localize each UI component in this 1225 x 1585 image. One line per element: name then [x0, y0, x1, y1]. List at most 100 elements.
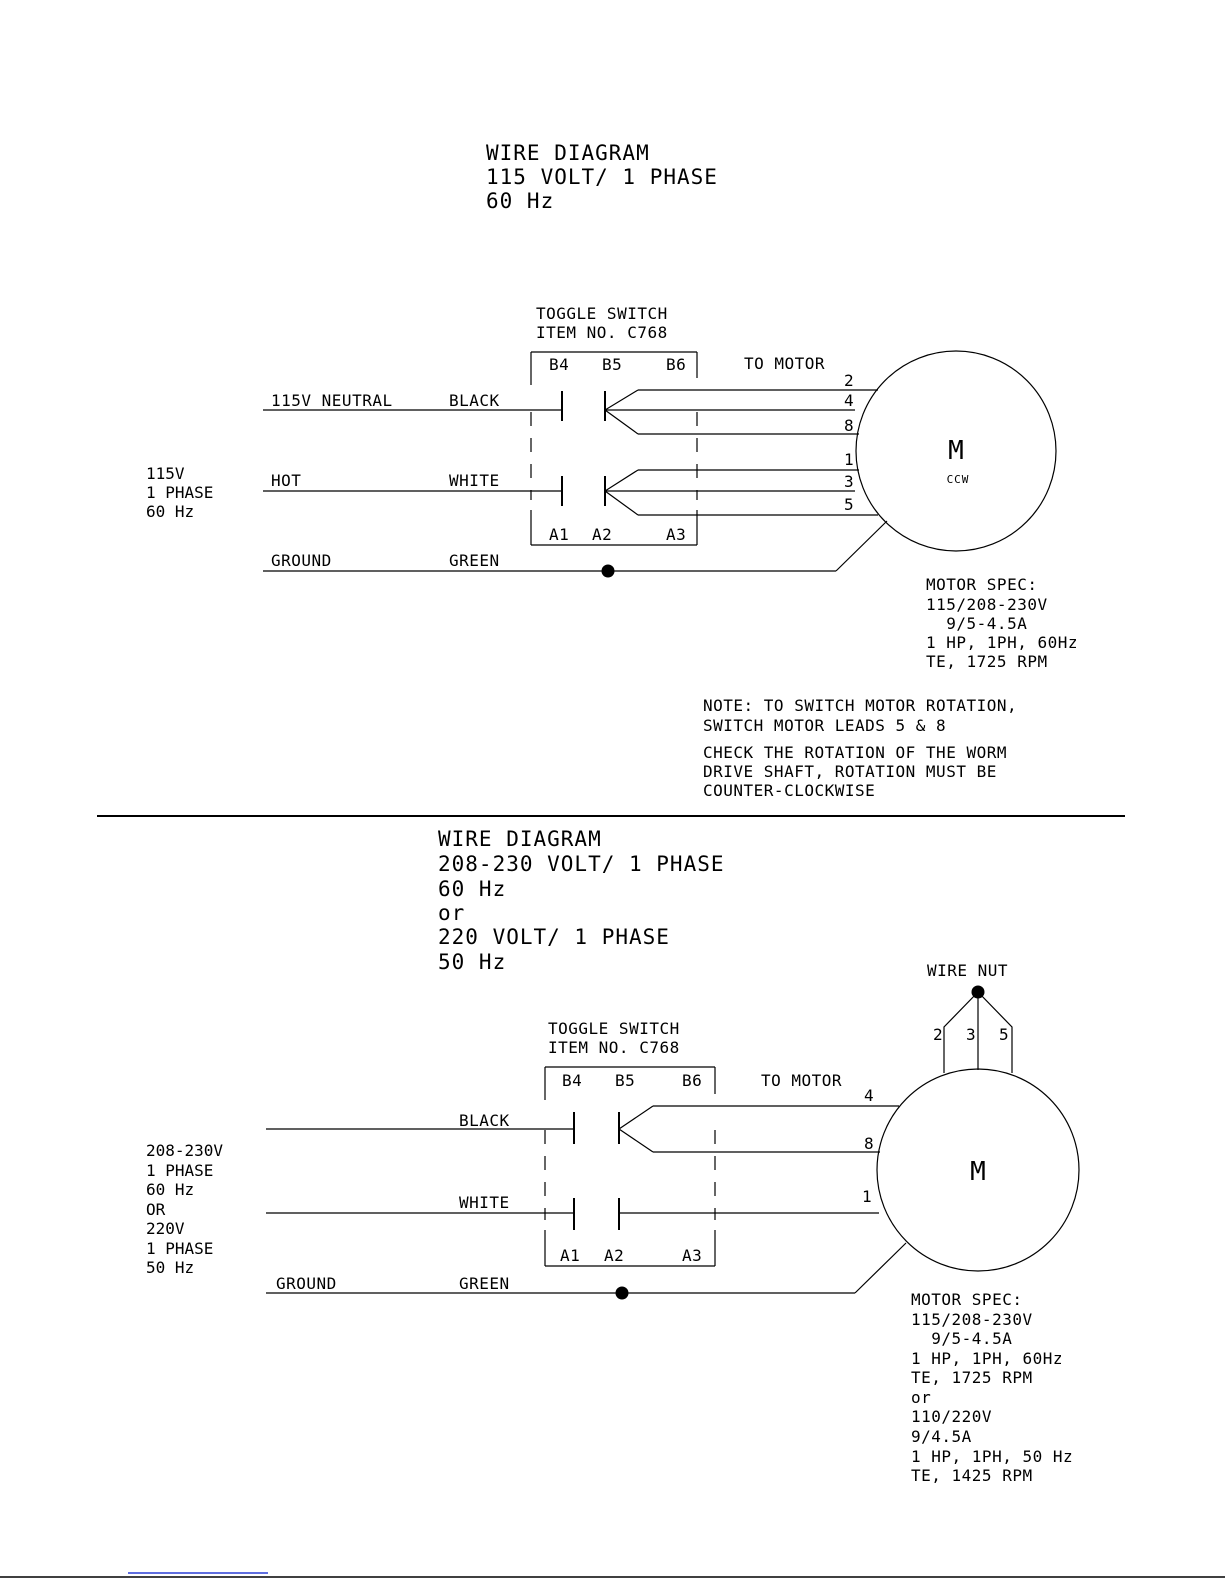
- diagram1-note-line1: NOTE: TO SWITCH MOTOR ROTATION,: [703, 696, 1017, 715]
- diagram2-terminal-b4: B4: [562, 1071, 582, 1090]
- diagram1-terminal-a1: A1: [549, 525, 569, 544]
- diagram1-motor: M CCW: [855, 350, 1057, 552]
- diagram1-supply-line3: 60 Hz: [146, 502, 194, 521]
- diagram-208-230v: WIRE DIAGRAM 208-230 VOLT/ 1 PHASE 60 Hz…: [146, 827, 1080, 1485]
- diagram2-motor-spec: MOTOR SPEC: 115/208-230V 9/5-4.5A 1 HP, …: [911, 1290, 1073, 1485]
- diagram2-ground-label: GROUND: [276, 1274, 337, 1293]
- diagram1-supply-line2: 1 PHASE: [146, 483, 213, 502]
- diagram2-lead-4: 4: [864, 1086, 874, 1105]
- diagram2-black-label: BLACK: [459, 1111, 510, 1130]
- diagram1-black-label: BLACK: [449, 391, 500, 410]
- diagram2-terminal-a1: A1: [560, 1246, 580, 1265]
- diagram2-terminal-b6: B6: [682, 1071, 702, 1090]
- diagram1-ground-label: GROUND: [271, 551, 332, 570]
- diagram2-supply-line6: 1 PHASE: [146, 1239, 213, 1258]
- diagram2-terminal-a3: A3: [682, 1246, 702, 1265]
- diagram1-lead-3: 3: [844, 472, 854, 491]
- diagram1-toggle-switch: B4 B5 B6 A1 A2 A3: [530, 351, 698, 546]
- diagram2-spec-line6: or: [911, 1388, 931, 1407]
- diagram1-spec-line1: MOTOR SPEC:: [926, 575, 1037, 594]
- diagram2-spec-line4: 1 HP, 1PH, 60Hz: [911, 1349, 1063, 1368]
- diagram2-wires: BLACK WHITE GROUND GREEN: [266, 1105, 907, 1300]
- diagram2-title-line2: 208-230 VOLT/ 1 PHASE: [438, 852, 725, 876]
- diagram2-supply-line5: 220V: [146, 1219, 185, 1238]
- diagram1-motor-label: M: [948, 436, 964, 466]
- diagram2-to-motor-label: TO MOTOR: [761, 1071, 842, 1090]
- diagram2-spec-line2: 115/208-230V: [911, 1310, 1033, 1329]
- diagram2-motor: M: [876, 1068, 1080, 1272]
- diagram1-spec-line3: 9/5-4.5A: [926, 614, 1027, 633]
- diagram1-terminal-b5: B5: [602, 355, 622, 374]
- diagram1-green-label: GREEN: [449, 551, 500, 570]
- diagram1-lead-5: 5: [844, 495, 854, 514]
- diagram2-lead-8: 8: [864, 1134, 874, 1153]
- diagram2-spec-line9: 1 HP, 1PH, 50 Hz: [911, 1447, 1073, 1466]
- diagram2-supply: 208-230V 1 PHASE 60 Hz OR 220V 1 PHASE 5…: [146, 1141, 223, 1277]
- diagram1-spec-line2: 115/208-230V: [926, 595, 1048, 614]
- diagram2-title-line6: 50 Hz: [438, 950, 506, 974]
- diagram2-title-line3: 60 Hz: [438, 877, 506, 901]
- diagram2-spec-line3: 9/5-4.5A: [911, 1329, 1012, 1348]
- diagram2-lead-1: 1: [862, 1187, 872, 1206]
- diagram2-title: WIRE DIAGRAM 208-230 VOLT/ 1 PHASE 60 Hz…: [438, 827, 725, 974]
- diagram1-title-line2: 115 VOLT/ 1 PHASE: [486, 165, 718, 189]
- diagram1-lead-4: 4: [844, 391, 854, 410]
- diagram2-switch-title: TOGGLE SWITCH: [548, 1019, 680, 1038]
- diagram1-spec-line4: 1 HP, 1PH, 60Hz: [926, 633, 1078, 652]
- diagram1-switch-title: TOGGLE SWITCH: [536, 304, 668, 323]
- diagram1-wires: 115V NEUTRAL BLACK HOT WHITE GROUND GREE…: [263, 389, 888, 578]
- diagram1-terminal-b6: B6: [666, 355, 686, 374]
- diagram1-note: NOTE: TO SWITCH MOTOR ROTATION, SWITCH M…: [703, 696, 1017, 800]
- diagram1-ground-junction: [601, 564, 615, 578]
- diagram2-spec-line1: MOTOR SPEC:: [911, 1290, 1022, 1309]
- diagram1-supply-line1: 115V: [146, 464, 185, 483]
- diagram2-spec-line10: TE, 1425 RPM: [911, 1466, 1033, 1485]
- diagram1-check-line1: CHECK THE ROTATION OF THE WORM: [703, 743, 1007, 762]
- diagram2-spec-line8: 9/4.5A: [911, 1427, 972, 1446]
- diagram1-lead-1: 1: [844, 450, 854, 469]
- diagram2-toggle-switch: B4 B5 B6 A1 A2 A3: [544, 1066, 716, 1267]
- diagram1-motor-spec: MOTOR SPEC: 115/208-230V 9/5-4.5A 1 HP, …: [926, 575, 1078, 671]
- diagram1-to-motor-label: TO MOTOR: [744, 354, 825, 373]
- diagram2-nut-lead-3: 3: [966, 1025, 976, 1044]
- diagram1-hot-label: HOT: [271, 471, 301, 490]
- diagram2-wire-nut-label: WIRE NUT: [927, 961, 1008, 980]
- diagram1-terminal-a3: A3: [666, 525, 686, 544]
- diagram2-supply-line1: 208-230V: [146, 1141, 223, 1160]
- diagram1-switch-item: ITEM NO. C768: [536, 323, 668, 342]
- diagram1-note-line2: SWITCH MOTOR LEADS 5 & 8: [703, 716, 946, 735]
- diagram1-check-line2: DRIVE SHAFT, ROTATION MUST BE: [703, 762, 997, 781]
- diagram2-ground-junction: [615, 1286, 629, 1300]
- diagram2-title-line1: WIRE DIAGRAM: [438, 827, 602, 851]
- diagram1-title-line1: WIRE DIAGRAM: [486, 141, 650, 165]
- diagram1-spec-line5: TE, 1725 RPM: [926, 652, 1048, 671]
- diagram2-terminal-a2: A2: [604, 1246, 624, 1265]
- diagram2-wire-nut: 2 3 5: [933, 985, 1013, 1073]
- diagram2-supply-line2: 1 PHASE: [146, 1161, 213, 1180]
- diagram1-title-line3: 60 Hz: [486, 189, 554, 213]
- diagram2-supply-line7: 50 Hz: [146, 1258, 194, 1277]
- diagram2-terminal-b5: B5: [615, 1071, 635, 1090]
- diagram1-lead-8: 8: [844, 416, 854, 435]
- diagram1-terminal-b4: B4: [549, 355, 569, 374]
- diagram1-white-label: WHITE: [449, 471, 500, 490]
- diagram2-green-label: GREEN: [459, 1274, 510, 1293]
- diagram2-supply-line3: 60 Hz: [146, 1180, 194, 1199]
- diagram1-motor-rotation: CCW: [947, 473, 970, 486]
- diagram2-white-label: WHITE: [459, 1193, 510, 1212]
- diagram2-nut-lead-2: 2: [933, 1025, 943, 1044]
- diagram1-neutral-label: 115V NEUTRAL: [271, 391, 393, 410]
- diagram2-spec-line5: TE, 1725 RPM: [911, 1368, 1033, 1387]
- diagram2-motor-label: M: [970, 1157, 986, 1187]
- diagram1-check-line3: COUNTER-CLOCKWISE: [703, 781, 875, 800]
- diagram1-title: WIRE DIAGRAM 115 VOLT/ 1 PHASE 60 Hz: [486, 141, 718, 213]
- diagram1-lead-2: 2: [844, 371, 854, 390]
- diagram-115v: WIRE DIAGRAM 115 VOLT/ 1 PHASE 60 Hz TOG…: [146, 141, 1078, 800]
- diagram2-spec-line7: 110/220V: [911, 1407, 992, 1426]
- diagram2-nut-lead-5: 5: [999, 1025, 1009, 1044]
- diagram2-title-line4: or: [438, 901, 465, 925]
- diagram1-terminal-a2: A2: [592, 525, 612, 544]
- diagram2-switch-item: ITEM NO. C768: [548, 1038, 680, 1057]
- diagram2-supply-line4: OR: [146, 1200, 166, 1219]
